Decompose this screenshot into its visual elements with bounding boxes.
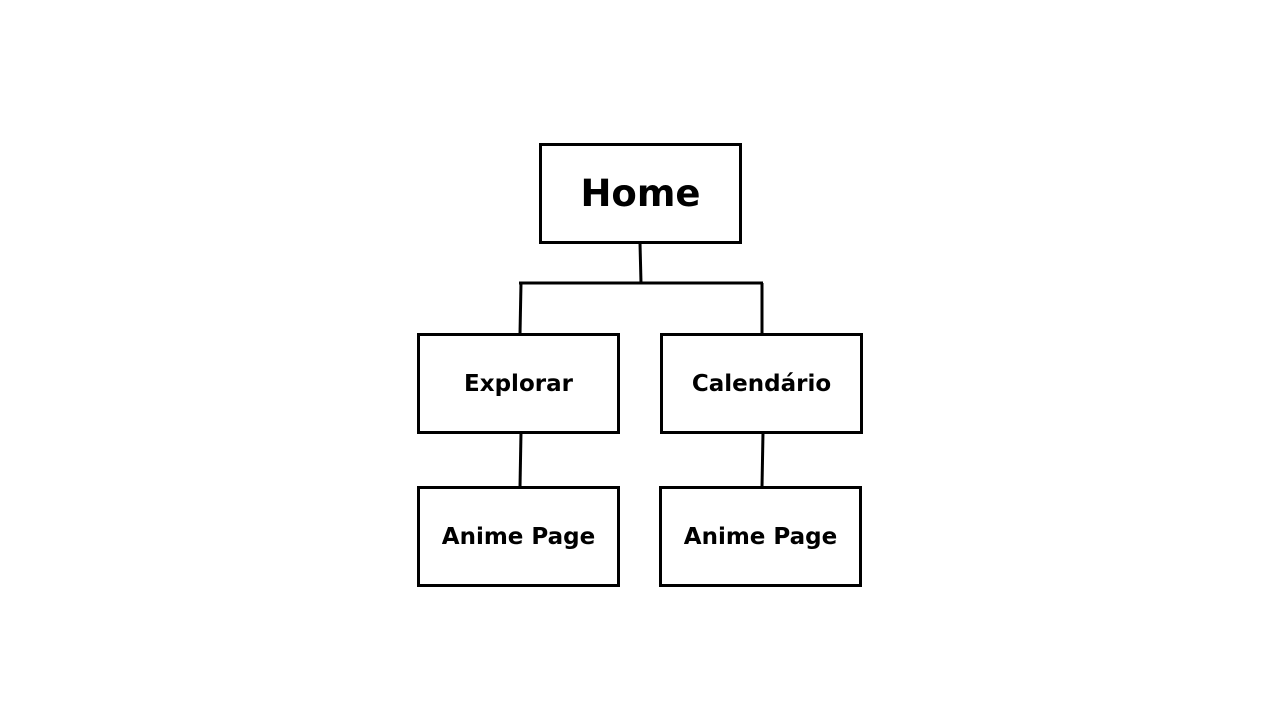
node-home: Home (539, 143, 742, 244)
node-explorar-label: Explorar (464, 370, 573, 397)
node-anime-page-label: Anime Page (441, 523, 596, 550)
connector-home-down (638, 242, 643, 284)
node-home-label: Home (580, 172, 701, 215)
connector-to-explorar (518, 282, 523, 335)
node-anime-page-calendario: Anime Page (659, 486, 862, 587)
connector-calendario-to-anime (760, 431, 765, 488)
node-calendario-label: Calendário (691, 370, 832, 397)
node-anime-page-explorar: Anime Page (417, 486, 620, 587)
node-anime-page-label: Anime Page (683, 523, 838, 550)
node-explorar: Explorar (417, 333, 620, 434)
connector-explorar-to-anime (518, 431, 523, 488)
node-calendario: Calendário (660, 333, 863, 434)
